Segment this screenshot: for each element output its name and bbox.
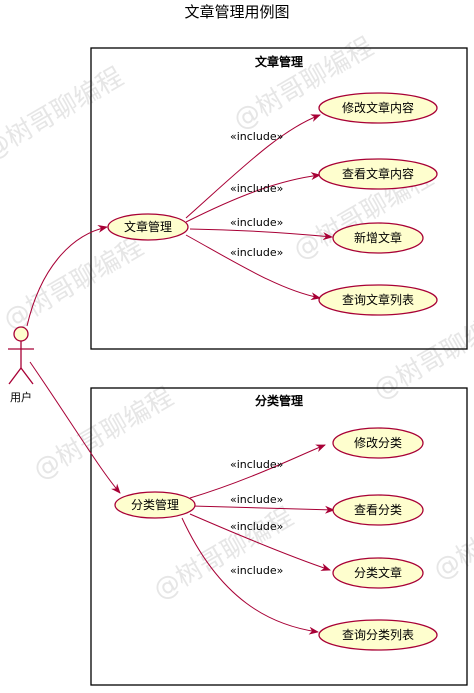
usecase-label: 分类文章 — [354, 565, 402, 580]
include-edge — [191, 505, 335, 514]
include-label: «include» — [230, 182, 283, 195]
actor-left-leg — [8, 367, 22, 385]
usecase-edit-category[interactable] — [332, 427, 424, 459]
include-label: «include» — [230, 564, 283, 577]
package-article: 文章管理 «include» «include» «include» «incl… — [90, 47, 468, 350]
include-edge — [189, 444, 326, 499]
include-edge — [189, 513, 331, 571]
usecase-list-categories[interactable] — [318, 619, 438, 651]
package-title: 分类管理 — [255, 393, 303, 408]
usecase-view-category[interactable] — [332, 494, 424, 526]
association-edge — [29, 361, 121, 494]
package-title: 文章管理 — [255, 54, 303, 69]
usecase-list-articles[interactable] — [318, 284, 438, 316]
watermark-text: @树哥聊编程 — [0, 232, 149, 336]
usecase-category-articles[interactable] — [332, 557, 424, 589]
actor-label: 用户 — [10, 390, 32, 404]
usecase-label: 文章管理 — [124, 219, 172, 234]
usecase-article-management[interactable] — [107, 213, 189, 241]
usecase-label: 查看文章内容 — [342, 166, 414, 181]
usecase-view-article[interactable] — [318, 158, 438, 190]
actor-head-icon — [13, 326, 29, 342]
usecase-label: 查询分类列表 — [342, 628, 414, 642]
include-edge — [189, 228, 333, 241]
include-label: «include» — [230, 246, 283, 259]
usecase-label: 修改文章内容 — [342, 100, 414, 115]
watermark-text: @树哥聊编程 — [0, 62, 129, 166]
association-edge — [26, 224, 108, 327]
include-edge — [181, 517, 319, 635]
watermark-text: @树哥聊编程 — [369, 302, 474, 406]
package-frame — [90, 47, 468, 350]
usecase-label: 分类管理 — [131, 497, 179, 512]
usecase-label: 查看分类 — [354, 503, 402, 517]
include-label: «include» — [230, 130, 283, 143]
include-edge — [185, 114, 321, 219]
include-label: «include» — [230, 458, 283, 471]
diagram-title: 文章管理用例图 — [184, 3, 289, 21]
usecase-label: 新增文章 — [354, 230, 402, 245]
actor-right-leg — [20, 367, 34, 385]
usecase-category-management[interactable] — [114, 491, 196, 519]
usecase-edit-article[interactable] — [318, 92, 438, 124]
package-frame — [90, 387, 468, 686]
usecase-add-article[interactable] — [332, 222, 424, 254]
include-label: «include» — [230, 520, 283, 533]
usecase-label: 修改分类 — [354, 435, 402, 450]
package-category: 分类管理 «include» «include» «include» «incl… — [90, 387, 468, 686]
actor-user[interactable]: 用户 — [8, 326, 34, 404]
include-label: «include» — [230, 493, 283, 506]
usecase-label: 查询文章列表 — [342, 292, 414, 307]
include-edge — [185, 172, 321, 223]
include-edge — [185, 234, 321, 301]
include-label: «include» — [230, 216, 283, 229]
watermark-text: @树哥聊编程 — [149, 502, 299, 606]
